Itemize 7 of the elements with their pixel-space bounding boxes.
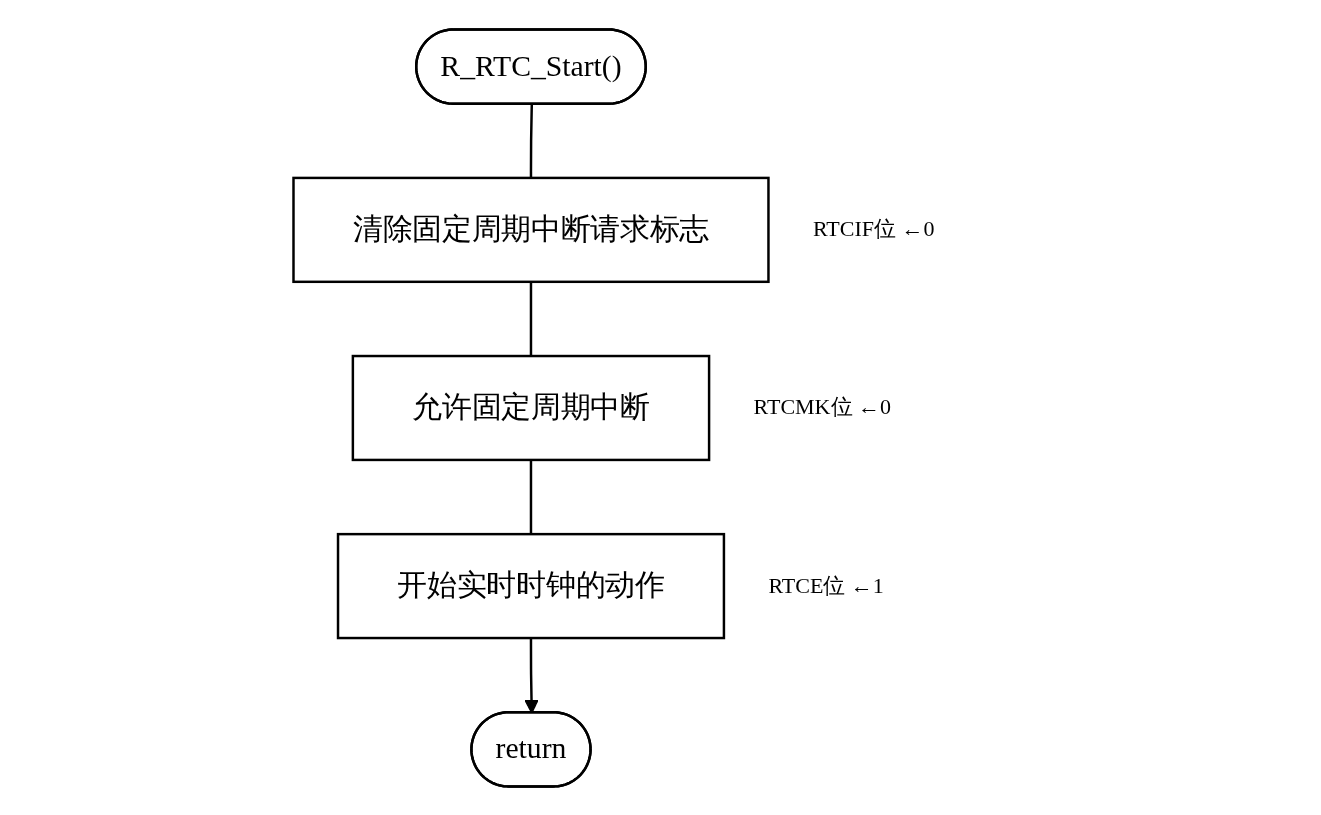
connector <box>529 104 533 178</box>
node-box: 开始实时时钟的动作 <box>336 532 725 639</box>
register-note: RTCE位 ←1 <box>768 572 884 599</box>
connector <box>529 281 532 356</box>
node-box: 允许固定周期中断 <box>351 354 710 461</box>
node-box: 清除固定周期中断请求标志 <box>291 176 770 283</box>
connector <box>529 459 532 534</box>
